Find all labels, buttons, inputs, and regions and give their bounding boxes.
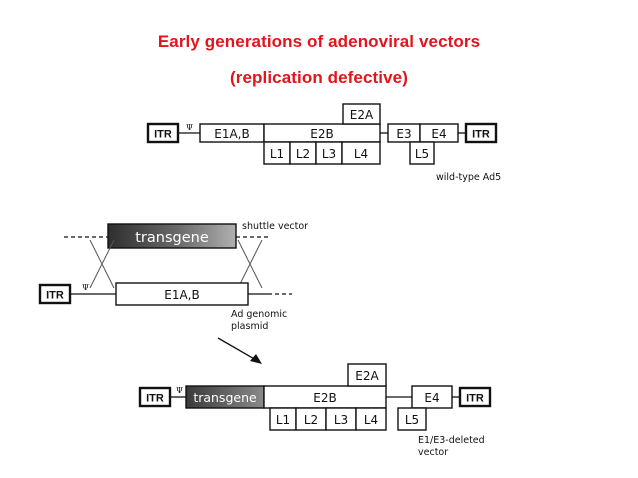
l1-label: L1 (270, 147, 284, 161)
e4-label: E4 (431, 127, 446, 141)
slide-subtitle: (replication defective) (229, 68, 408, 87)
l3-label: L3 (334, 413, 348, 427)
e1ab-label: E1A,B (164, 288, 199, 302)
l5-label: L5 (415, 147, 429, 161)
psi-symbol: Ψ (176, 386, 183, 395)
slide-title: Early generations of adenoviral vectors (157, 32, 481, 51)
l1-label: L1 (276, 413, 290, 427)
itr-left-wildtype: ITR (146, 122, 180, 144)
e3-gene-box: E3 (387, 123, 421, 143)
l5-gene-box: L5 (409, 141, 435, 165)
shuttle-vector-caption: shuttle vector (242, 221, 308, 232)
l5-label: L5 (405, 413, 419, 427)
itr-right-deleted: ITR (458, 386, 492, 408)
shuttle-vector: transgene shuttle vector (64, 221, 308, 249)
e4-gene-box-vector: E4 (411, 385, 453, 409)
recombination-crosses (89, 239, 263, 289)
e1ab-gene-box: E1A,B (199, 123, 265, 143)
transgene-box-shuttle (107, 223, 237, 249)
itr-label: ITR (46, 290, 64, 302)
late-region-boxes-vector: L1 L2 L3 L4 (269, 407, 387, 431)
psi-symbol: Ψ (186, 123, 193, 132)
wild-type-genome: ITR Ψ E1A,B E2B E2A L1 L2 L3 L4 (146, 103, 501, 183)
deleted-vector-caption-line2: vector (418, 447, 448, 458)
wild-type-caption: wild-type Ad5 (436, 172, 501, 183)
late-region-boxes: L1 L2 L3 L4 (263, 141, 381, 165)
psi-symbol: Ψ (82, 283, 89, 292)
e1ab-gene-box-plasmid: E1A,B (115, 282, 249, 306)
e2a-label: E2A (350, 108, 374, 122)
e2a-label: E2A (355, 369, 379, 383)
itr-left-deleted: ITR (138, 386, 172, 408)
e2b-gene-box-vector: E2B (263, 385, 387, 409)
l2-label: L2 (296, 147, 310, 161)
e4-gene-box: E4 (419, 123, 459, 143)
e3-label: E3 (396, 127, 411, 141)
arrow-icon (217, 337, 262, 364)
itr-label: ITR (146, 393, 164, 405)
e2b-gene-box: E2B (263, 123, 381, 143)
l3-label: L3 (322, 147, 336, 161)
ad-genomic-plasmid: ITR Ψ E1A,B Ad genomic plasmid (38, 282, 292, 332)
plasmid-caption-line1: Ad genomic (231, 309, 287, 320)
l4-label: L4 (354, 147, 368, 161)
itr-left-plasmid: ITR (38, 283, 72, 305)
e2b-label: E2B (313, 391, 336, 405)
itr-right-wildtype: ITR (464, 122, 498, 144)
e1ab-label: E1A,B (214, 127, 249, 141)
e2b-label: E2B (310, 127, 333, 141)
deleted-vector-caption-line1: E1/E3-deleted (418, 435, 485, 446)
e4-label: E4 (424, 391, 439, 405)
e2a-gene-box: E2A (342, 103, 381, 125)
itr-label: ITR (472, 129, 490, 141)
l5-gene-box-vector: L5 (397, 407, 427, 431)
transgene-label-shuttle: transgene (135, 230, 209, 246)
itr-label: ITR (466, 393, 484, 405)
itr-label: ITR (154, 129, 172, 141)
e2a-gene-box-vector: E2A (347, 363, 387, 387)
l2-label: L2 (304, 413, 318, 427)
plasmid-caption-line2: plasmid (231, 321, 268, 332)
transgene-label-vector: transgene (193, 390, 257, 405)
e1-e3-deleted-vector: ITR Ψ transgene E2B E2A L1 L2 L3 L4 E4 (138, 363, 492, 458)
l4-label: L4 (364, 413, 378, 427)
